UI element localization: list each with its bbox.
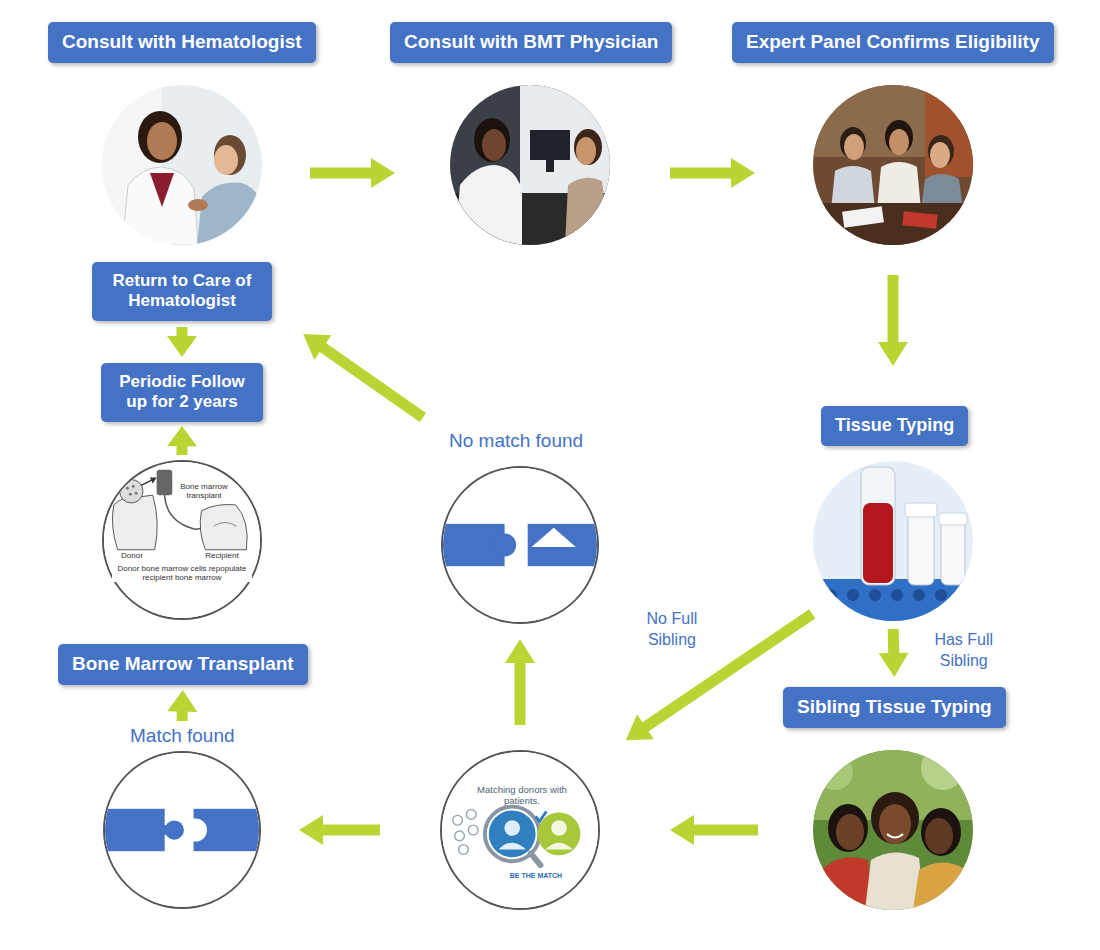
step-node: Consult with BMT Physician [390,22,672,245]
step-picture [102,85,262,245]
step-heading: Tissue Typing [821,406,968,446]
figure-label: Donor bone marrow cells repopulate recip… [112,564,252,582]
step-picture [441,466,599,624]
result-heading: Match found [128,725,237,748]
flow-arrow [167,426,197,455]
edge-label: Has Full Sibling [927,630,1001,672]
step-picture [450,85,610,245]
step-node: Matching donors with patients. [440,750,600,910]
step-heading: Expert Panel Confirms Eligibility [732,22,1054,63]
step-node: Return to Care of Hematologist [92,262,272,321]
flow-arrow [505,639,535,725]
step-illustration [105,753,259,907]
step-heading: Return to Care of Hematologist [92,262,272,321]
step-illustration [813,85,973,245]
flow-arrow [299,815,380,845]
flow-arrow [670,815,758,845]
flow-arrow [167,690,197,721]
step-picture [813,85,973,245]
step-node: Sibling Tissue Typing [783,687,1006,910]
step-illustration [443,468,597,622]
flow-arrow [310,158,395,188]
step-node: Expert Panel Confirms Eligibility [732,22,1054,245]
step-illustration [813,461,973,621]
figure-label: BE THE MATCH [506,872,566,880]
figure-label: Recipient [200,551,244,560]
step-picture [103,751,261,909]
step-heading: Sibling Tissue Typing [783,687,1006,728]
step-node: No match found [441,430,599,624]
step-heading: Consult with BMT Physician [390,22,672,63]
step-illustration [813,750,973,910]
result-heading: No match found [447,430,585,453]
flow-arrow [879,629,909,677]
flow-arrow [303,334,426,422]
step-picture [813,461,973,621]
figure-label: Donor [112,551,152,560]
step-node: Match found [103,725,261,909]
flow-arrow [878,275,908,366]
step-heading: Periodic Follow up for 2 years [101,363,263,422]
flow-arrow [670,158,755,188]
step-node: Consult with Hematologist [48,22,316,245]
step-illustration [102,85,262,245]
step-node: Tissue Typing [813,406,973,621]
step-picture: Matching donors with patients. [440,750,600,910]
step-heading: Bone Marrow Transplant [58,644,308,685]
flow-arrow [167,327,197,357]
step-heading: Consult with Hematologist [48,22,316,63]
edge-label: No Full Sibling [635,609,709,651]
figure-label: Bone marrow transplant [176,482,232,500]
step-picture [813,750,973,910]
step-illustration [450,85,610,245]
step-illustration [442,752,598,908]
step-node: Periodic Follow up for 2 years [101,363,263,422]
picture-caption: Matching donors with patients. [464,784,580,807]
